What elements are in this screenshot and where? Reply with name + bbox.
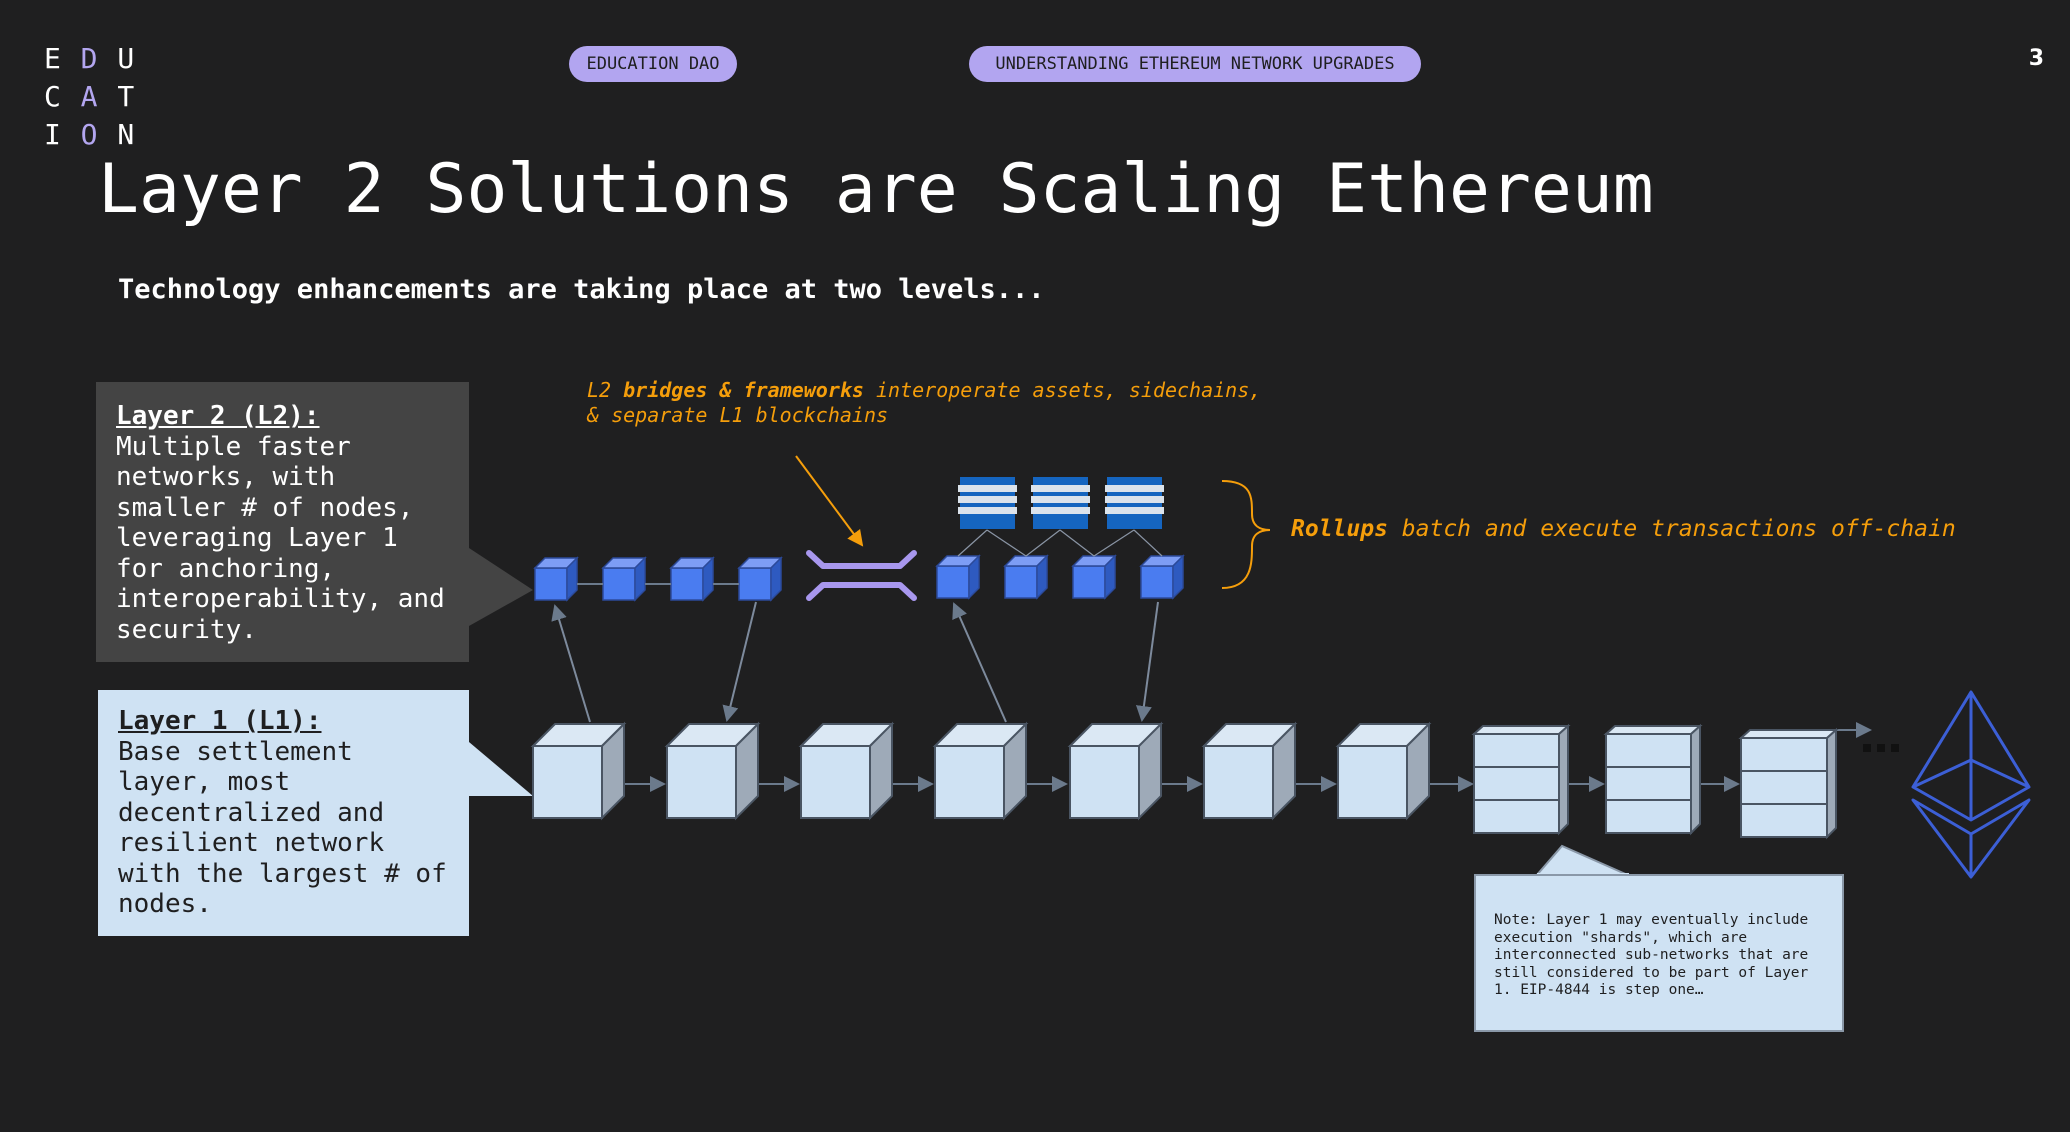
logo-letter: N [117,118,135,151]
header-pill-topic: UNDERSTANDING ETHEREUM NETWORK UPGRADES [969,46,1421,82]
layer1-heading: Layer 1 (L1): [118,706,322,736]
l1-block [664,721,761,821]
bridge-annotation: L2 bridges & frameworks interoperate ass… [587,378,1261,428]
l2-block [1003,554,1049,600]
layer2-callout: Layer 2 (L2): Multiple faster networks, … [96,382,469,662]
bridge-annotation-rest: interoperate assets, sidechains, [863,378,1262,402]
l2-blocks [533,554,1185,602]
rollup-annotation: Rollups batch and execute transactions o… [1291,516,1956,542]
layer2-description: Multiple faster networks, with smaller #… [116,431,445,645]
l1-chain-arrows [624,722,1872,792]
logo-letter: O [80,118,98,151]
bridge-icon [806,550,917,601]
rollup-links [957,529,1163,557]
l1-block [798,721,895,821]
page-title: Layer 2 Solutions are Scaling Ethereum [98,150,1654,229]
layer1-callout: Layer 1 (L1): Base settlement layer, mos… [98,690,469,936]
l1-shard-block [1603,723,1703,836]
layer1-callout-tail [469,742,533,796]
rollup-brace [1221,480,1271,589]
l2-block [935,554,981,600]
education-logo: E D U C A T I O N [44,40,154,154]
layer2-callout-tail [469,548,533,626]
rollup-annotation-rest: batch and execute transactions off-chain [1387,516,1956,542]
rollup-servers [957,477,1164,557]
l1-block [1335,721,1432,821]
server-stack-icon [1031,477,1090,529]
l1-sharded-blocks [1471,723,1839,840]
server-stack-icon [958,477,1017,529]
page-subtitle: Technology enhancements are taking place… [118,274,1045,305]
l1-l2-anchor-arrows [551,601,1159,723]
server-stack-icon [1105,477,1164,529]
bridge-annotation-line2: & separate L1 blockchains [587,403,889,427]
rollup-annotation-bold: Rollups [1291,516,1388,542]
l2-block [1139,554,1185,600]
layer2-heading: Layer 2 (L2): [116,401,320,431]
l1-block [1201,721,1298,821]
l2-block [737,556,783,602]
logo-letter: T [117,80,135,113]
page-number: 3 [2028,46,2044,71]
layer1-description: Base settlement layer, most decentralize… [118,736,447,920]
logo-letter: I [44,118,61,151]
l2-block [1071,554,1117,600]
chain-continues-ellipsis [1863,744,1899,752]
l1-block [932,721,1029,821]
l1-block [1067,721,1164,821]
l1-shard-block [1738,727,1839,840]
logo-letter: U [117,42,135,75]
bridge-pointer-arrow [795,455,864,547]
logo-letter: C [44,80,61,113]
logo-letter: D [80,42,98,75]
logo-letter: E [44,42,61,75]
ethereum-logo-icon [1911,690,2031,879]
l1-blocks [530,721,1432,821]
l2-block [669,556,715,602]
logo-letter: A [80,80,98,113]
l1-shard-block [1471,723,1571,836]
l2-block [533,556,579,602]
bridge-annotation-bold: bridges & frameworks [623,378,864,402]
sharding-note: Note: Layer 1 may eventually include exe… [1474,874,1844,1032]
bridge-annotation-prefix: L2 [587,378,624,402]
note-callout-tail [1533,844,1631,877]
l1-block [530,721,627,821]
l2-block [601,556,647,602]
header-pill-education-dao: EDUCATION DAO [569,46,737,82]
